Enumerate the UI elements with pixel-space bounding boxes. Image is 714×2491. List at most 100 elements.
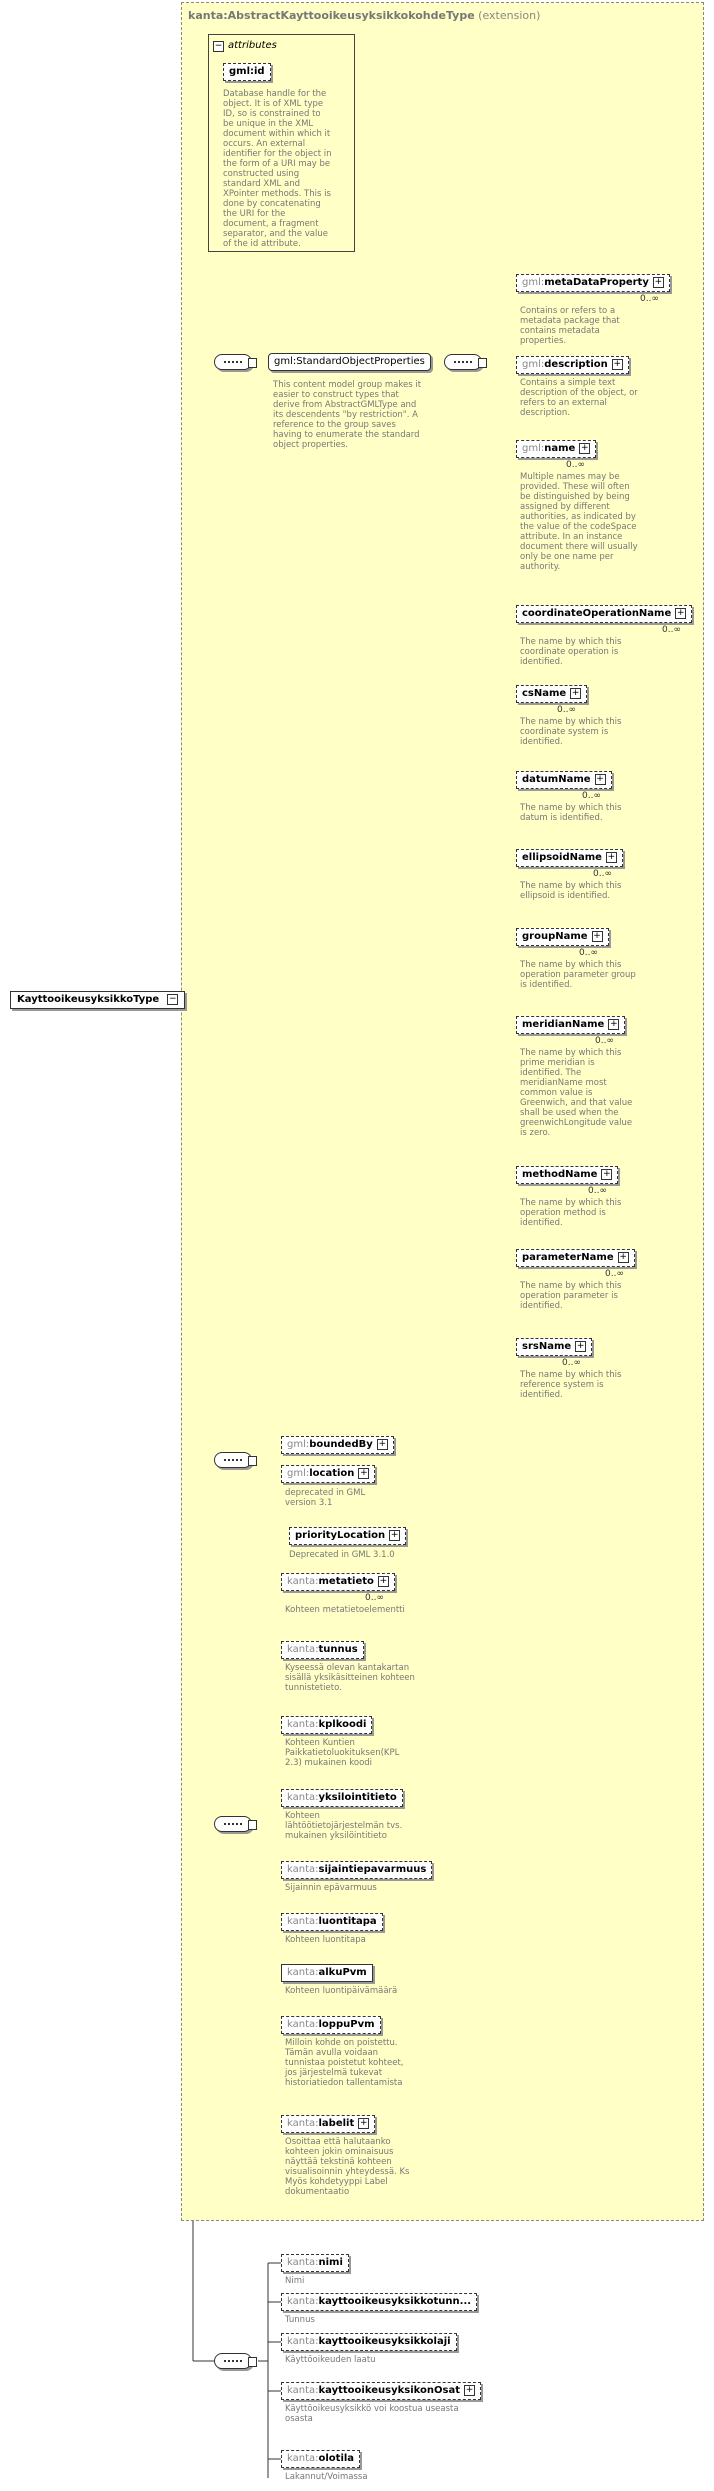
std-element-srsName[interactable]: srsName+ <box>516 1338 593 1356</box>
ns-prefix: kanta: <box>287 1644 319 1655</box>
sequence-icon[interactable] <box>214 1816 257 1832</box>
element-desc: Sijainnin epävarmuus <box>285 1883 377 1893</box>
element-boundedBy[interactable]: gml:boundedBy+ <box>281 1436 394 1454</box>
kanta-element-kplkoodi[interactable]: kanta:kplkoodi <box>281 1716 373 1734</box>
sequence-icon[interactable] <box>214 354 257 370</box>
kanta-element-sijaintiepavarmuus[interactable]: kanta:sijaintiepavarmuus <box>281 1861 433 1879</box>
ns-prefix: kanta: <box>287 2257 319 2268</box>
plus-box-icon[interactable]: + <box>575 1340 587 1352</box>
attribute-gml-id[interactable]: gml:id <box>223 63 271 81</box>
sequence-icon[interactable] <box>214 1452 257 1468</box>
plus-box-icon[interactable]: + <box>570 687 582 699</box>
own-element-kayttooikeusyksikkolaji[interactable]: kanta:kayttooikeusyksikkolaji <box>281 2333 457 2351</box>
attributes-box: −attributes gml:id Database handle for t… <box>208 34 355 252</box>
minus-box-icon[interactable]: − <box>213 41 224 52</box>
sequence-icon[interactable] <box>214 2353 257 2369</box>
std-element-ellipsoidName[interactable]: ellipsoidName+ <box>516 849 623 867</box>
ns-prefix: kanta: <box>287 1719 319 1730</box>
plus-box-icon[interactable]: + <box>591 930 603 942</box>
own-element-nimi[interactable]: kanta:nimi <box>281 2254 349 2272</box>
element-desc: The name by which this ellipsoid is iden… <box>520 881 622 901</box>
std-element-metaDataProperty[interactable]: gml:metaDataProperty+ <box>516 274 670 292</box>
ns-prefix: kanta: <box>287 2019 319 2030</box>
group-standard-object-properties[interactable]: gml:StandardObjectProperties <box>268 353 431 371</box>
cardinality: 0..∞ <box>579 948 598 958</box>
ns-prefix: kanta: <box>287 1967 319 1978</box>
plus-box-icon[interactable]: + <box>463 2384 475 2396</box>
ns-prefix: gml: <box>287 1439 310 1450</box>
plus-box-icon[interactable]: + <box>594 773 606 785</box>
cardinality: 0..∞ <box>640 294 659 304</box>
std-element-coordinateOperationName[interactable]: coordinateOperationName+ <box>516 605 693 623</box>
root-type-label: KayttooikeusyksikkoType <box>17 994 160 1005</box>
element-label: alkuPvm <box>318 1967 367 1978</box>
plus-box-icon[interactable]: + <box>377 1575 389 1587</box>
plus-box-icon[interactable]: + <box>358 2117 370 2129</box>
std-element-name[interactable]: gml:name+ <box>516 440 597 458</box>
element-location-desc: deprecated in GML version 3.1 <box>285 1488 366 1508</box>
element-label: parameterName <box>522 1252 614 1263</box>
kanta-element-tunnus[interactable]: kanta:tunnus <box>281 1641 364 1659</box>
element-label: meridianName <box>522 1019 605 1030</box>
element-priorityLocation[interactable]: priorityLocation+ <box>289 1527 407 1545</box>
ns-prefix: kanta: <box>287 1864 319 1875</box>
ns-prefix: gml: <box>522 359 545 370</box>
element-label: csName <box>522 688 567 699</box>
ns-prefix: gml: <box>522 277 545 288</box>
std-element-meridianName[interactable]: meridianName+ <box>516 1016 626 1034</box>
attribute-gml-id-label: gml:id <box>229 66 265 77</box>
element-desc: Kohteen lähtöötietojärjestelmän tvs. muk… <box>285 1811 403 1841</box>
element-desc: The name by which this reference system … <box>520 1370 622 1400</box>
kanta-element-loppuPvm[interactable]: kanta:loppuPvm <box>281 2016 381 2034</box>
plus-box-icon[interactable]: + <box>617 1251 629 1263</box>
element-desc: Contains or refers to a metadata package… <box>520 306 620 346</box>
element-label: methodName <box>522 1169 598 1180</box>
element-desc: The name by which this coordinate system… <box>520 717 622 747</box>
kanta-element-metatieto[interactable]: kanta:metatieto+ <box>281 1573 395 1591</box>
plus-box-icon[interactable]: + <box>376 1438 388 1450</box>
plus-box-icon[interactable]: + <box>601 1168 613 1180</box>
root-type[interactable]: KayttooikeusyksikkoType− <box>10 991 186 1009</box>
kanta-element-luontitapa[interactable]: kanta:luontitapa <box>281 1913 383 1931</box>
plus-box-icon[interactable]: + <box>608 1018 620 1030</box>
plus-box-icon[interactable]: + <box>358 1467 370 1479</box>
element-desc: Multiple names may be provided. These wi… <box>520 472 638 572</box>
element-priorityLocation-desc: Deprecated in GML 3.1.0 <box>289 1550 395 1560</box>
kanta-element-yksilointitieto[interactable]: kanta:yksilointitieto <box>281 1789 403 1807</box>
cardinality: 0..∞ <box>557 705 576 715</box>
minus-box-icon[interactable]: − <box>167 993 179 1005</box>
cardinality: 0..∞ <box>593 869 612 879</box>
element-desc: The name by which this operation method … <box>520 1198 622 1228</box>
element-desc: Käyttöoikeusyksikkö voi koostua useasta … <box>285 2404 459 2424</box>
std-element-csName[interactable]: csName+ <box>516 685 588 703</box>
std-element-description[interactable]: gml:description+ <box>516 356 629 374</box>
std-element-methodName[interactable]: methodName+ <box>516 1166 619 1184</box>
element-desc: Nimi <box>285 2276 305 2286</box>
std-element-parameterName[interactable]: parameterName+ <box>516 1249 635 1267</box>
sequence-icon[interactable] <box>444 354 487 370</box>
ns-prefix: kanta: <box>287 2296 319 2307</box>
plus-box-icon[interactable]: + <box>579 442 591 454</box>
element-location[interactable]: gml:location+ <box>281 1465 376 1483</box>
kanta-element-alkuPvm[interactable]: kanta:alkuPvm <box>281 1964 373 1982</box>
plus-box-icon[interactable]: + <box>611 358 623 370</box>
own-element-kayttooikeusyksikkotunn[interactable]: kanta:kayttooikeusyksikkotunn... <box>281 2293 478 2311</box>
attributes-header[interactable]: −attributes <box>213 40 277 52</box>
element-label: ellipsoidName <box>522 852 602 863</box>
element-desc: Milloin kohde on poistettu. Tämän avulla… <box>285 2038 404 2088</box>
plus-box-icon[interactable]: + <box>675 607 687 619</box>
plus-box-icon[interactable]: + <box>652 276 664 288</box>
element-desc: Kohteen luontitapa <box>285 1935 366 1945</box>
ns-prefix: kanta: <box>287 1792 319 1803</box>
element-label: loppuPvm <box>318 2019 375 2030</box>
element-label: groupName <box>522 931 588 942</box>
plus-box-icon[interactable]: + <box>389 1529 401 1541</box>
own-element-olotila[interactable]: kanta:olotila <box>281 2450 361 2468</box>
kanta-element-labelit[interactable]: kanta:labelit+ <box>281 2115 376 2133</box>
std-element-datumName[interactable]: datumName+ <box>516 771 612 789</box>
own-element-kayttooikeusyksikonOsat[interactable]: kanta:kayttooikeusyksikonOsat+ <box>281 2382 481 2400</box>
std-element-groupName[interactable]: groupName+ <box>516 928 609 946</box>
plus-box-icon[interactable]: + <box>605 851 617 863</box>
element-label: kayttooikeusyksikkotunn... <box>318 2296 472 2307</box>
ns-prefix: kanta: <box>287 2385 319 2396</box>
